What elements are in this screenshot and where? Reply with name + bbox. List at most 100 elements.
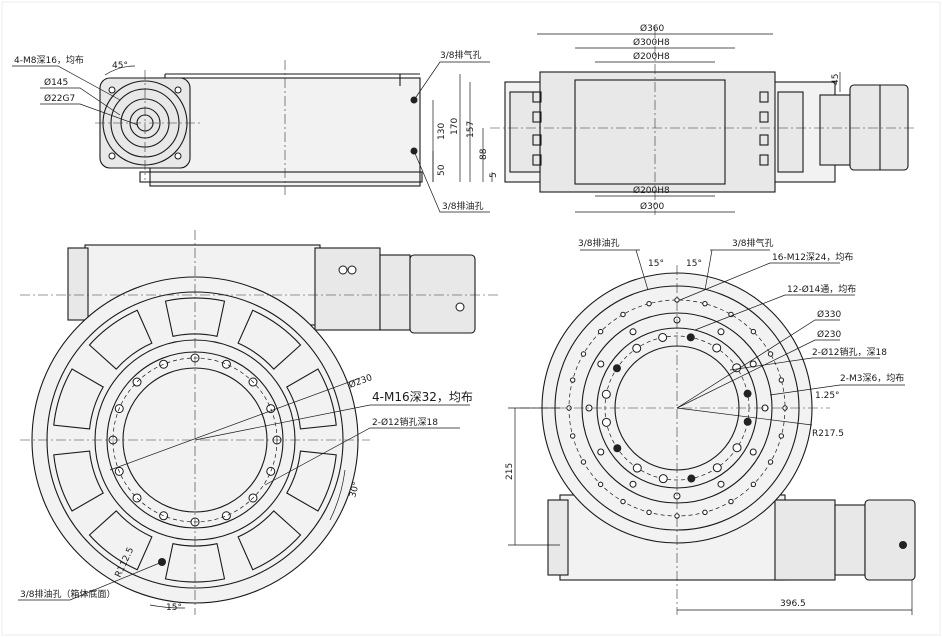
callout-vent-hole: 3/8排气孔 xyxy=(440,49,482,61)
motor-housing-bl xyxy=(409,254,476,334)
callout-drain-hole: 3/8排油孔 xyxy=(442,200,484,212)
callout-pin-hole-br: 2-Ø12销孔，深18 xyxy=(812,346,887,358)
inner-hole xyxy=(686,333,695,342)
inner-hole xyxy=(601,417,611,427)
view-plan-left: Ø230 4-M16深32，均布 2-Ø12销孔深18 3/8排油孔（箱体底面）… xyxy=(18,230,500,615)
callout-d330: Ø330 xyxy=(817,309,842,320)
pocket xyxy=(237,510,302,571)
inner-hole xyxy=(601,389,611,399)
dim-5: 5 xyxy=(489,172,499,178)
pocket xyxy=(164,543,226,583)
dim-130: 130 xyxy=(437,123,447,140)
mid-hole xyxy=(597,448,605,456)
bolt-hole xyxy=(159,511,169,521)
inner-hole xyxy=(712,343,722,353)
bolt-hole xyxy=(266,404,276,414)
callout-d230-br: Ø230 xyxy=(817,329,842,340)
outer-hole xyxy=(569,433,576,439)
callout-d22g7: Ø22G7 xyxy=(44,93,75,104)
motor-housing xyxy=(849,84,909,171)
angle-30-bl: 30° xyxy=(348,481,362,499)
callout-d145: Ø145 xyxy=(44,77,68,88)
dim-215: 215 xyxy=(505,463,515,480)
inner-hole xyxy=(612,364,621,373)
mid-hole xyxy=(749,360,757,368)
dim-d360: Ø360 xyxy=(640,23,665,34)
dim-d200h8-top: Ø200H8 xyxy=(633,51,670,62)
inner-hole xyxy=(687,474,696,483)
view-plan-right: 3/8排油孔 3/8排气孔 15° 15° 16-M12深24，均布 12-Ø1… xyxy=(505,237,916,615)
dim-157: 157 xyxy=(466,121,476,138)
angle-15-bl: 15° xyxy=(166,603,182,613)
pocket xyxy=(164,297,226,337)
outer-hole xyxy=(702,509,708,516)
outer-hole xyxy=(778,433,785,439)
radius-r217-5: R217.5 xyxy=(812,429,844,439)
callout-drain-bottom: 3/8排油孔（箱体底面） xyxy=(20,588,116,600)
mid-hole xyxy=(717,328,725,336)
outer-hole xyxy=(646,509,652,516)
inner-hole xyxy=(743,389,752,398)
callout-14-through: 12-Ø14通，均布 xyxy=(787,283,856,295)
bolt-hole xyxy=(221,511,231,521)
callout-m12-holes: 16-M12深24，均布 xyxy=(772,251,853,263)
mid-hole xyxy=(749,448,757,456)
pocket xyxy=(88,510,153,571)
angle-45: 45° xyxy=(112,61,128,71)
outer-hole xyxy=(767,459,774,465)
callout-m16-holes: 4-M16深32，均布 xyxy=(372,390,473,404)
outer-hole xyxy=(750,328,757,335)
dim-d200h8-bottom: Ø200H8 xyxy=(633,185,670,196)
inner-hole xyxy=(743,417,752,426)
callout-pin-hole-bl: 2-Ø12销孔深18 xyxy=(372,416,438,428)
angle-15-br-left: 15° xyxy=(648,259,664,269)
view-side-left: 4-M8深16，均布 Ø145 Ø22G7 45° 3/8排气孔 3/8排油孔 … xyxy=(12,49,490,213)
outer-hole xyxy=(597,328,604,335)
angle-1-25: 1.25° xyxy=(815,391,840,401)
bolt-hole xyxy=(221,359,231,369)
outer-hole xyxy=(580,459,587,465)
pocket xyxy=(237,309,302,370)
mid-hole xyxy=(597,360,605,368)
mid-hole xyxy=(629,328,637,336)
inner-hole xyxy=(658,332,668,342)
dim-170: 170 xyxy=(450,118,460,135)
dim-88: 88 xyxy=(479,148,489,160)
callout-vent-br: 3/8排气孔 xyxy=(732,237,774,249)
inner-hole xyxy=(632,343,642,353)
outer-hole xyxy=(569,377,576,383)
inner-hole xyxy=(658,474,668,484)
outer-hole xyxy=(620,311,626,318)
callout-m3-holes: 2-M3深6，均布 xyxy=(840,372,904,384)
pocket xyxy=(88,309,153,370)
pocket xyxy=(286,450,337,512)
dim-50: 50 xyxy=(437,164,447,176)
callout-drain-br: 3/8排油孔 xyxy=(578,237,620,249)
inner-hole xyxy=(632,463,642,473)
dim-396-5: 396.5 xyxy=(780,599,806,609)
mid-hole xyxy=(629,480,637,488)
dim-45: 45 xyxy=(831,74,841,85)
pocket xyxy=(286,368,337,430)
bolt-hole xyxy=(266,466,276,476)
outer-hole xyxy=(597,481,604,488)
outer-hole xyxy=(580,351,587,357)
pocket xyxy=(53,450,104,512)
callout-m8-holes: 4-M8深16，均布 xyxy=(14,54,84,66)
outer-hole xyxy=(702,300,708,307)
outer-hole xyxy=(778,377,785,383)
pocket xyxy=(53,368,104,430)
inner-hole xyxy=(712,463,722,473)
outer-hole xyxy=(728,498,734,505)
view-section-top: Ø360 Ø300H8 Ø200H8 Ø200H8 Ø300 157 88 5 … xyxy=(466,23,915,215)
inner-hole xyxy=(613,444,622,453)
dim-d300h8: Ø300H8 xyxy=(633,37,670,48)
motor-housing-br xyxy=(864,499,916,581)
angle-15-br-right: 15° xyxy=(686,259,702,269)
mid-hole xyxy=(717,480,725,488)
outer-hole xyxy=(750,481,757,488)
inner-hole xyxy=(732,443,742,453)
dim-d300: Ø300 xyxy=(640,201,665,212)
outer-hole xyxy=(620,498,626,505)
